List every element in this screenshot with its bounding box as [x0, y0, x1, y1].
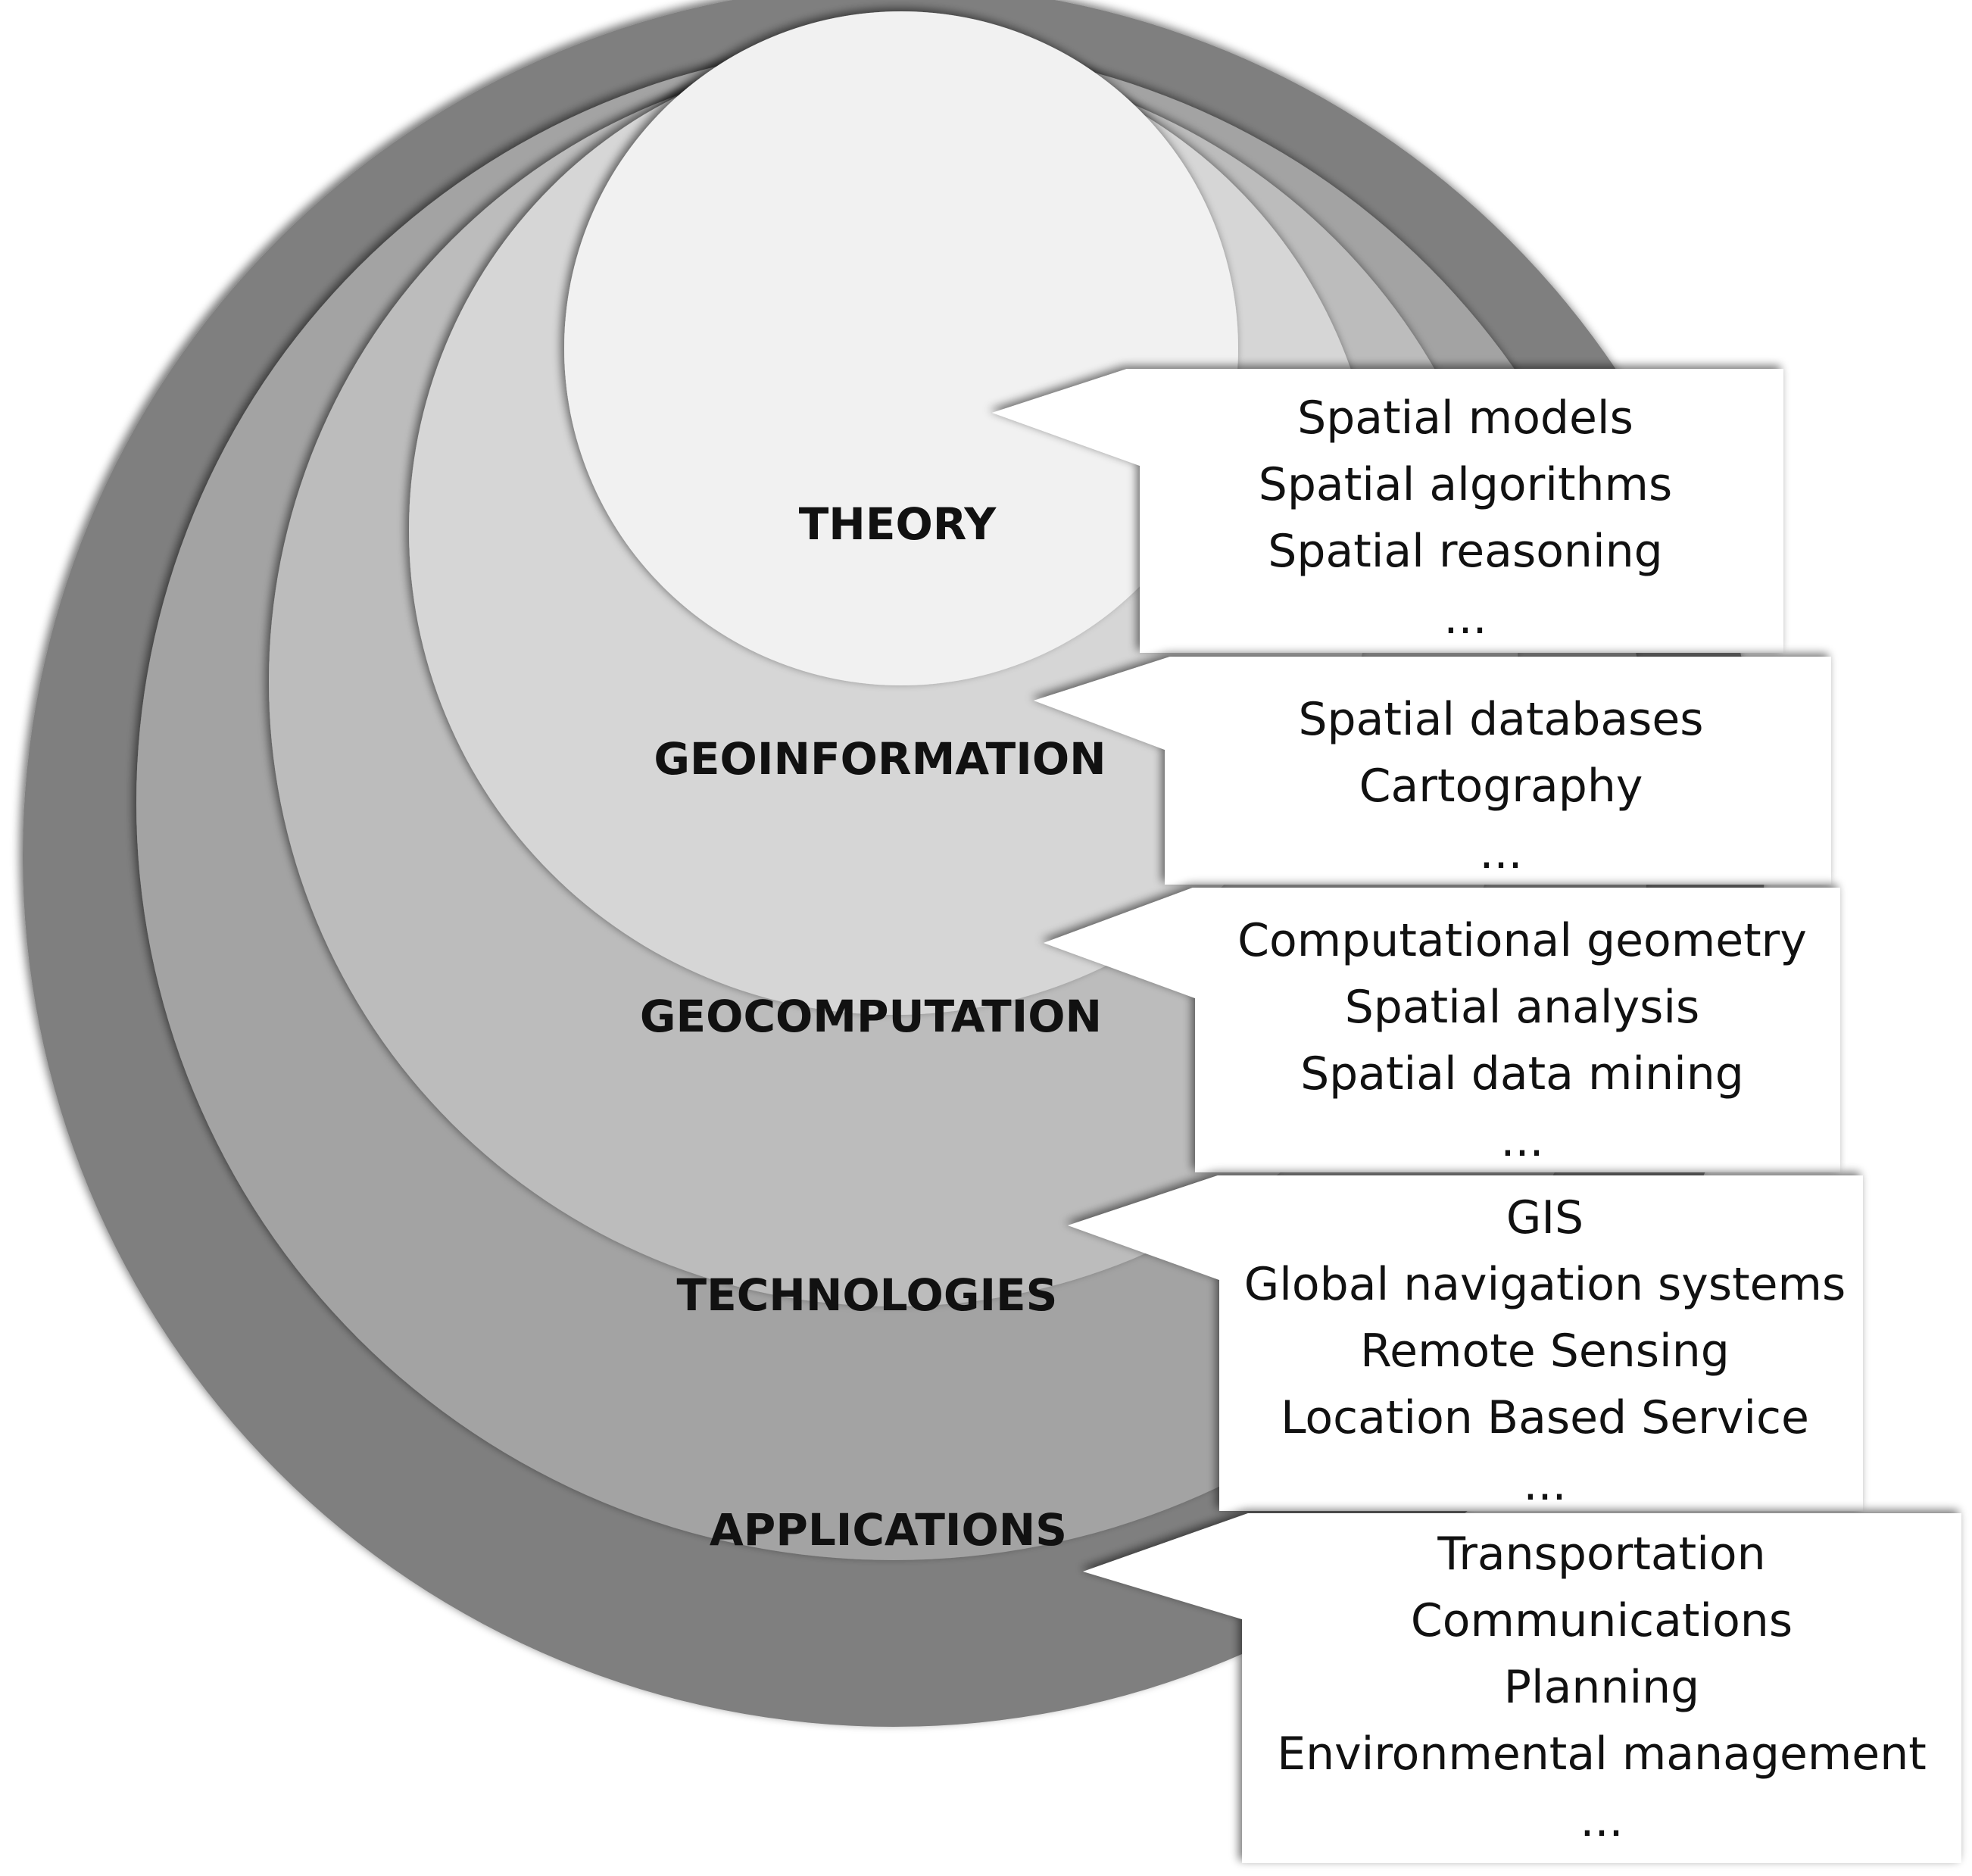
list-item: ...: [1580, 1794, 1623, 1847]
list-item: Spatial algorithms: [1259, 458, 1672, 511]
callout-panel-applications: [1083, 1513, 1961, 1863]
layer-label-geocomputation: GEOCOMPUTATION: [640, 991, 1102, 1042]
callout-panel-theory: [992, 369, 1783, 653]
list-item: Global navigation systems: [1244, 1258, 1846, 1311]
items-geoinformation: Spatial databases Cartography ...: [1298, 693, 1703, 879]
items-geocomputation: Computational geometry Spatial analysis …: [1237, 914, 1807, 1167]
layer-label-theory: THEORY: [799, 498, 997, 550]
list-item: ...: [1523, 1458, 1566, 1511]
list-item: GIS: [1506, 1191, 1584, 1244]
layer-label-technologies: TECHNOLOGIES: [677, 1269, 1058, 1321]
list-item: ...: [1479, 826, 1522, 879]
list-item: Remote Sensing: [1360, 1325, 1730, 1378]
list-item: Spatial reasoning: [1268, 525, 1662, 578]
callout-panel-geoinformation: [1034, 657, 1831, 885]
list-item: Planning: [1504, 1661, 1699, 1714]
list-item: ...: [1443, 592, 1487, 645]
layer-labels: THEORY GEOINFORMATION GEOCOMPUTATION TEC…: [640, 498, 1106, 1556]
list-item: Location Based Service: [1281, 1391, 1809, 1444]
callout-panels: [992, 369, 1961, 1863]
layer-label-applications: APPLICATIONS: [710, 1504, 1067, 1556]
list-item: Transportation: [1437, 1528, 1765, 1581]
item-lists: Spatial models Spatial algorithms Spatia…: [1237, 392, 1927, 1847]
list-item: Spatial models: [1297, 392, 1633, 445]
items-applications: Transportation Communications Planning E…: [1277, 1528, 1927, 1847]
items-technologies: GIS Global navigation systems Remote Sen…: [1244, 1191, 1846, 1511]
list-item: Spatial databases: [1298, 693, 1703, 746]
list-item: Cartography: [1359, 760, 1643, 813]
list-item: Communications: [1411, 1594, 1793, 1647]
callout-panel-technologies: [1068, 1175, 1863, 1511]
list-item: Computational geometry: [1237, 914, 1807, 967]
layer-label-geoinformation: GEOINFORMATION: [654, 733, 1106, 785]
callout-panel-geocomputation: [1044, 888, 1840, 1172]
list-item: Spatial analysis: [1345, 981, 1700, 1034]
items-theory: Spatial models Spatial algorithms Spatia…: [1259, 392, 1672, 645]
layer-circle-theory: [564, 11, 1238, 685]
list-item: ...: [1500, 1114, 1543, 1167]
list-item: Spatial data mining: [1300, 1047, 1744, 1100]
list-item: Environmental management: [1277, 1728, 1927, 1781]
